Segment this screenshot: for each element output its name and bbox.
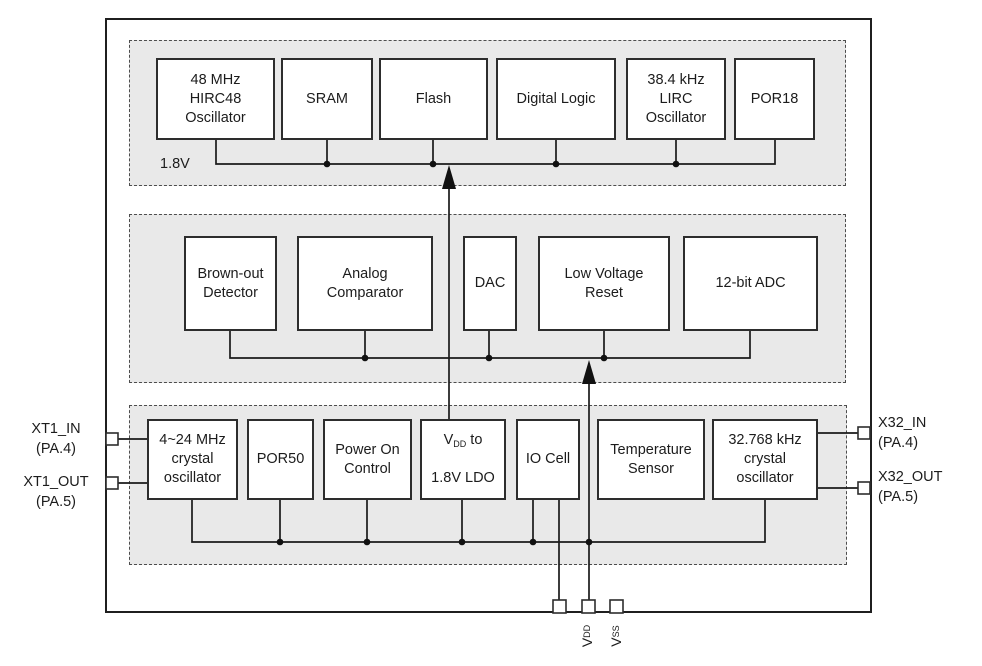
block-io-cell: IO Cell — [516, 419, 580, 500]
block-dac: DAC — [463, 236, 517, 331]
block-temperature-sensor: Temperature Sensor — [597, 419, 705, 500]
block-lirc-oscillator: 38.4 kHz LIRC Oscillator — [626, 58, 726, 140]
block-sram: SRAM — [281, 58, 373, 140]
block-power-on-control: Power On Control — [323, 419, 412, 500]
block-brown-out-detector: Brown-out Detector — [184, 236, 277, 331]
block-hf-crystal-oscillator: 4~24 MHz crystal oscillator — [147, 419, 238, 500]
block-vdd-ldo: VDD to 1.8V LDO — [420, 419, 506, 500]
pin-label-xt1-in: XT1_IN (PA.4) — [31, 421, 81, 457]
block-flash: Flash — [379, 58, 488, 140]
block-por50: POR50 — [247, 419, 314, 500]
pin-label-xt1-out: XT1_OUT (PA.5) — [23, 474, 89, 510]
core-domain-label: 1.8V — [160, 156, 190, 172]
block-analog-comparator: Analog Comparator — [297, 236, 433, 331]
ldo-line2: 1.8V LDO — [431, 470, 495, 486]
block-low-voltage-reset: Low Voltage Reset — [538, 236, 670, 331]
pin-label-x32-in: X32_IN (PA.4) — [878, 415, 927, 451]
block-hirc48-oscillator: 48 MHz HIRC48 Oscillator — [156, 58, 275, 140]
block-12bit-adc: 12-bit ADC — [683, 236, 818, 331]
block-lf-crystal-oscillator: 32.768 kHz crystal oscillator — [712, 419, 818, 500]
ldo-line1: VDD to — [443, 432, 483, 449]
block-por18: POR18 — [734, 58, 815, 140]
pin-label-x32-out: X32_OUT (PA.5) — [878, 469, 943, 505]
block-digital-logic: Digital Logic — [496, 58, 616, 140]
